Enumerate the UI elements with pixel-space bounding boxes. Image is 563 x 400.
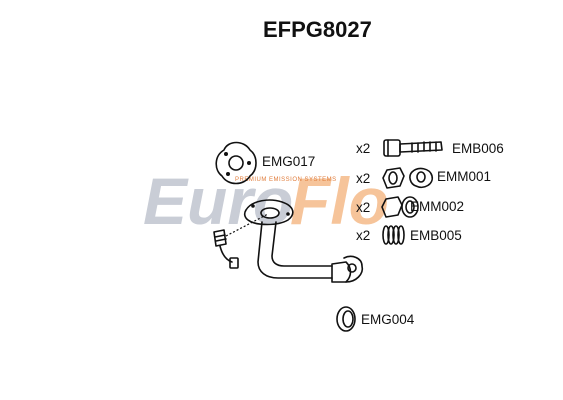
part-code-emm001: EMM001 xyxy=(437,169,491,184)
nut-icon xyxy=(381,196,419,218)
spring-icon xyxy=(382,225,405,245)
lambda-sensor-icon xyxy=(213,213,269,269)
ring-gasket-icon xyxy=(336,306,356,332)
part-code-emg017: EMG017 xyxy=(262,154,315,169)
part-qty-emb006: x2 xyxy=(356,141,370,156)
part-qty-emm002: x2 xyxy=(356,200,370,215)
eurofio-watermark: Euro Flo PREMIUM EMISSION SYSTEMS xyxy=(143,164,389,238)
diagram-title: EFPG8027 xyxy=(263,17,372,42)
nut-icon xyxy=(382,167,434,189)
watermark-brand-left: Euro xyxy=(143,164,293,238)
part-code-emb006: EMB006 xyxy=(452,141,504,156)
front-pipe-icon xyxy=(243,199,364,283)
part-code-emg004: EMG004 xyxy=(361,312,415,327)
watermark-tagline: PREMIUM EMISSION SYSTEMS xyxy=(235,177,337,183)
part-code-emm002: EMM002 xyxy=(410,199,464,214)
gasket-icon xyxy=(215,141,257,185)
part-qty-emm001: x2 xyxy=(356,171,370,186)
watermark-brand-right: Flo xyxy=(290,164,389,238)
bolt-icon xyxy=(383,139,443,157)
part-code-emb005: EMB005 xyxy=(410,228,462,243)
part-qty-emb005: x2 xyxy=(356,228,370,243)
